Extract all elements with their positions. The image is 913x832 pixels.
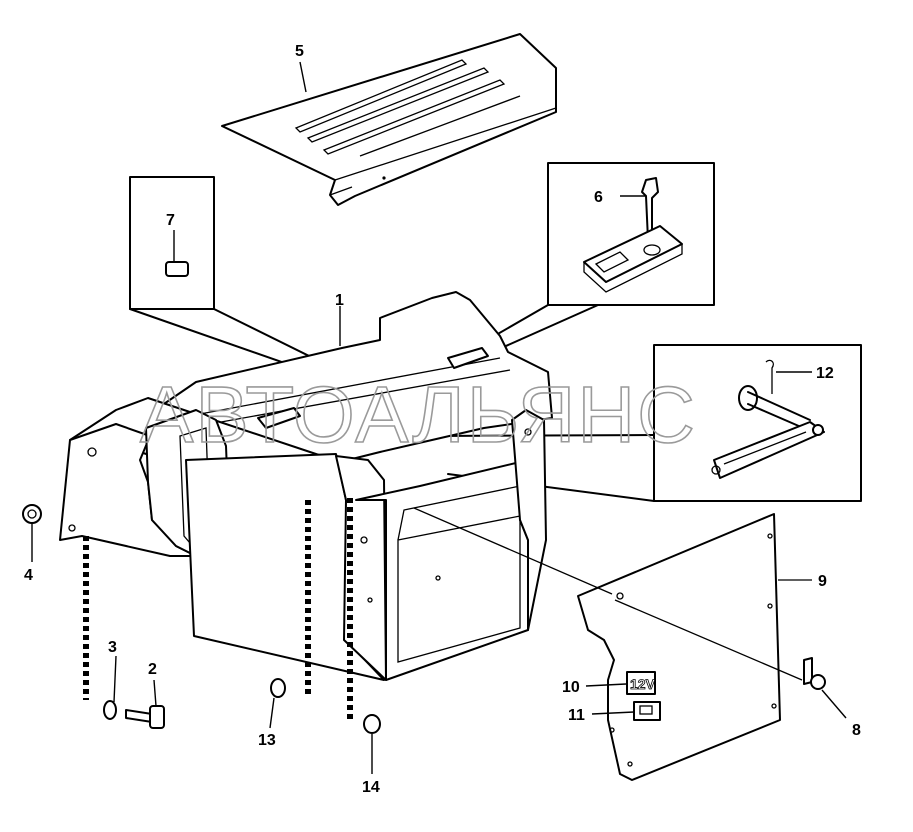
callout-13: 13 [258, 732, 276, 749]
inset-part-12 [431, 344, 862, 502]
callout-14: 14 [362, 779, 380, 796]
callout-12: 12 [816, 365, 834, 382]
callout-11: 11 [568, 707, 585, 724]
fasteners [22, 61, 847, 774]
decal-12v-text: 12V [630, 676, 656, 692]
watermark-text: АВТОАЛЬЯНС [140, 370, 697, 459]
battery-box-part-1 [59, 291, 553, 681]
callout-9: 9 [818, 573, 827, 590]
callout-5: 5 [295, 43, 304, 60]
inset-part-6 [455, 162, 715, 359]
side-panel-part-9: 12V [413, 507, 826, 781]
callout-8: 8 [852, 722, 861, 739]
stud-dashed-lines [83, 498, 353, 720]
callout-1: 1 [335, 292, 344, 309]
callout-3: 3 [108, 639, 117, 656]
callout-10: 10 [562, 679, 580, 696]
callout-4: 4 [24, 567, 33, 584]
callout-2: 2 [148, 661, 157, 678]
callout-6: 6 [594, 189, 603, 206]
top-cover-part-5 [221, 33, 557, 206]
callout-7: 7 [166, 212, 175, 229]
